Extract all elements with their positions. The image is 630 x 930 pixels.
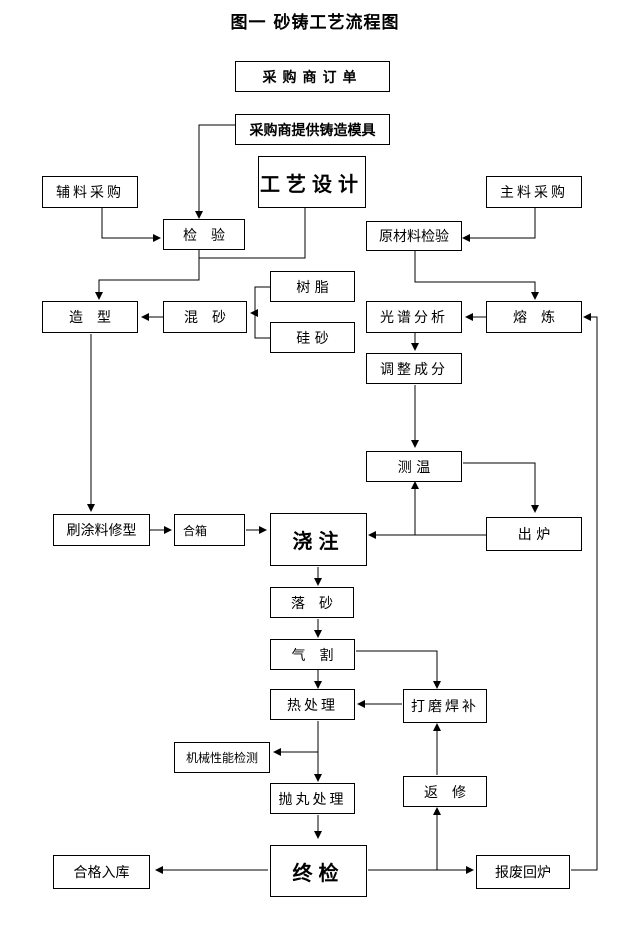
node-aux-purchase: 辅料采购 [42,176,138,208]
node-raw-inspection: 原材料检验 [366,221,462,251]
node-inspection: 检 验 [163,219,245,250]
arrow-mold-to-inspection [195,124,235,219]
node-rework: 返 修 [403,776,487,807]
node-mold: 采购商提供铸造模具 [235,114,390,145]
arrow-scrap-to-melting [571,313,598,871]
node-mech-test: 机械性能检测 [174,742,270,773]
node-temp: 测 温 [366,451,462,482]
line-resin-down [254,286,270,339]
node-heat-treatment: 热处理 [270,689,355,720]
node-melting: 熔 炼 [486,301,582,333]
node-adjust: 调整成分 [366,353,462,384]
arrow-raw-to-melting [414,251,539,300]
line-design-down [199,208,306,259]
node-scrap: 报废回炉 [476,855,570,889]
node-spectral: 光谱分析 [366,301,462,333]
node-closing: 合箱 [174,514,245,546]
node-sand-mixing: 混 砂 [163,301,247,333]
node-pouring: 浇注 [270,513,367,566]
node-process-design: 工艺设计 [258,156,366,208]
node-resin: 树 脂 [270,271,355,302]
node-shot-blast: 抛丸处理 [270,783,355,814]
node-shakeout: 落 砂 [270,587,354,618]
arrow-cutting-to-grind [356,650,441,689]
node-cutting: 气 割 [270,639,355,670]
arrow-temp-to-tapping [463,462,539,513]
node-final-inspection: 终检 [270,845,367,897]
arrow-inspection-to-molding [95,250,200,300]
arrow-main-to-raw [462,208,536,242]
node-coating: 刷涂料修型 [53,514,150,546]
node-warehouse: 合格入库 [53,855,150,889]
arrow-aux-to-inspection [101,208,161,242]
diagram-title: 图一 砂铸工艺流程图 [230,13,400,33]
node-grind-weld: 打磨焊补 [403,689,487,723]
node-order: 采购商订单 [235,61,390,92]
node-silica: 硅 砂 [270,322,355,353]
node-molding: 造 型 [42,301,138,333]
node-tapping: 出 炉 [486,517,582,551]
node-main-purchase: 主料采购 [486,176,582,208]
